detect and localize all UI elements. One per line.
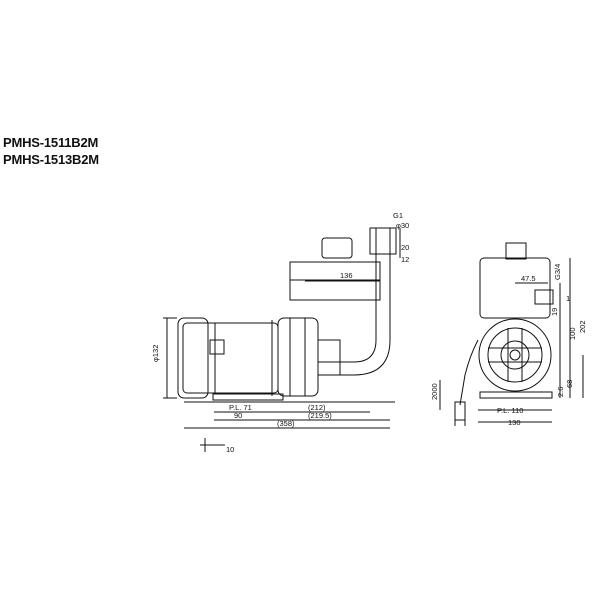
fan-grill [488,328,542,382]
power-cord [459,339,479,406]
dim-90: 90 [234,411,242,420]
terminal-box [209,339,225,355]
model-label-2: PMHS-1513B2M [3,152,99,167]
dim-g1: G1 [393,211,403,220]
front-view [439,242,584,426]
dim-19: 19 [550,308,559,316]
discharge-pipe [318,228,377,363]
dim-12: 12 [401,255,409,264]
tank-front [479,257,551,319]
dim-358: (358) [277,419,295,428]
motor-body [182,322,279,394]
side-view [163,227,401,452]
dim-1: 1 [566,294,570,303]
priming-tank [289,261,381,301]
outlet-front [534,289,554,305]
front-view-dims: 47.5 G3/4 19 1 100 202 68 2.6 2000 P.L. … [430,264,587,427]
dim-2000: 2000 [430,383,439,400]
dim-26: 2.6 [556,387,565,397]
dim-136: 136 [340,271,353,280]
base-front [479,391,553,399]
dim-2195: (219.5) [308,411,332,420]
suction-port [317,339,341,376]
dim-pl71: P.L. 71 [229,403,252,412]
dim-10: 10 [226,445,234,454]
fill-cap [321,237,353,259]
pump-casing [277,317,319,397]
dim-g34: G3/4 [553,264,562,280]
drawing-area [0,128,600,468]
dim-475: 47.5 [521,274,536,283]
side-view-dims: G1 φ30 20 12 136 φ132 P.L. 71 90 (212) (… [151,211,409,454]
model-label-1: PMHS-1511B2M [3,135,99,150]
motor-foot [212,393,284,401]
dim-phi132: φ132 [151,345,160,362]
dim-202: 202 [578,320,587,333]
outlet-flange [369,227,397,255]
dim-100: 100 [568,327,577,340]
dim-212: (212) [308,403,326,412]
dim-68: 68 [565,380,574,388]
motor-end-cap [177,317,209,399]
motor-face [478,318,552,392]
dim-20: 20 [401,243,409,252]
plug [454,401,466,421]
dim-phi30: φ30 [396,221,409,230]
dim-130: 130 [508,418,521,427]
dim-pl110: P.L. 110 [497,406,523,415]
cap-front [505,242,527,260]
